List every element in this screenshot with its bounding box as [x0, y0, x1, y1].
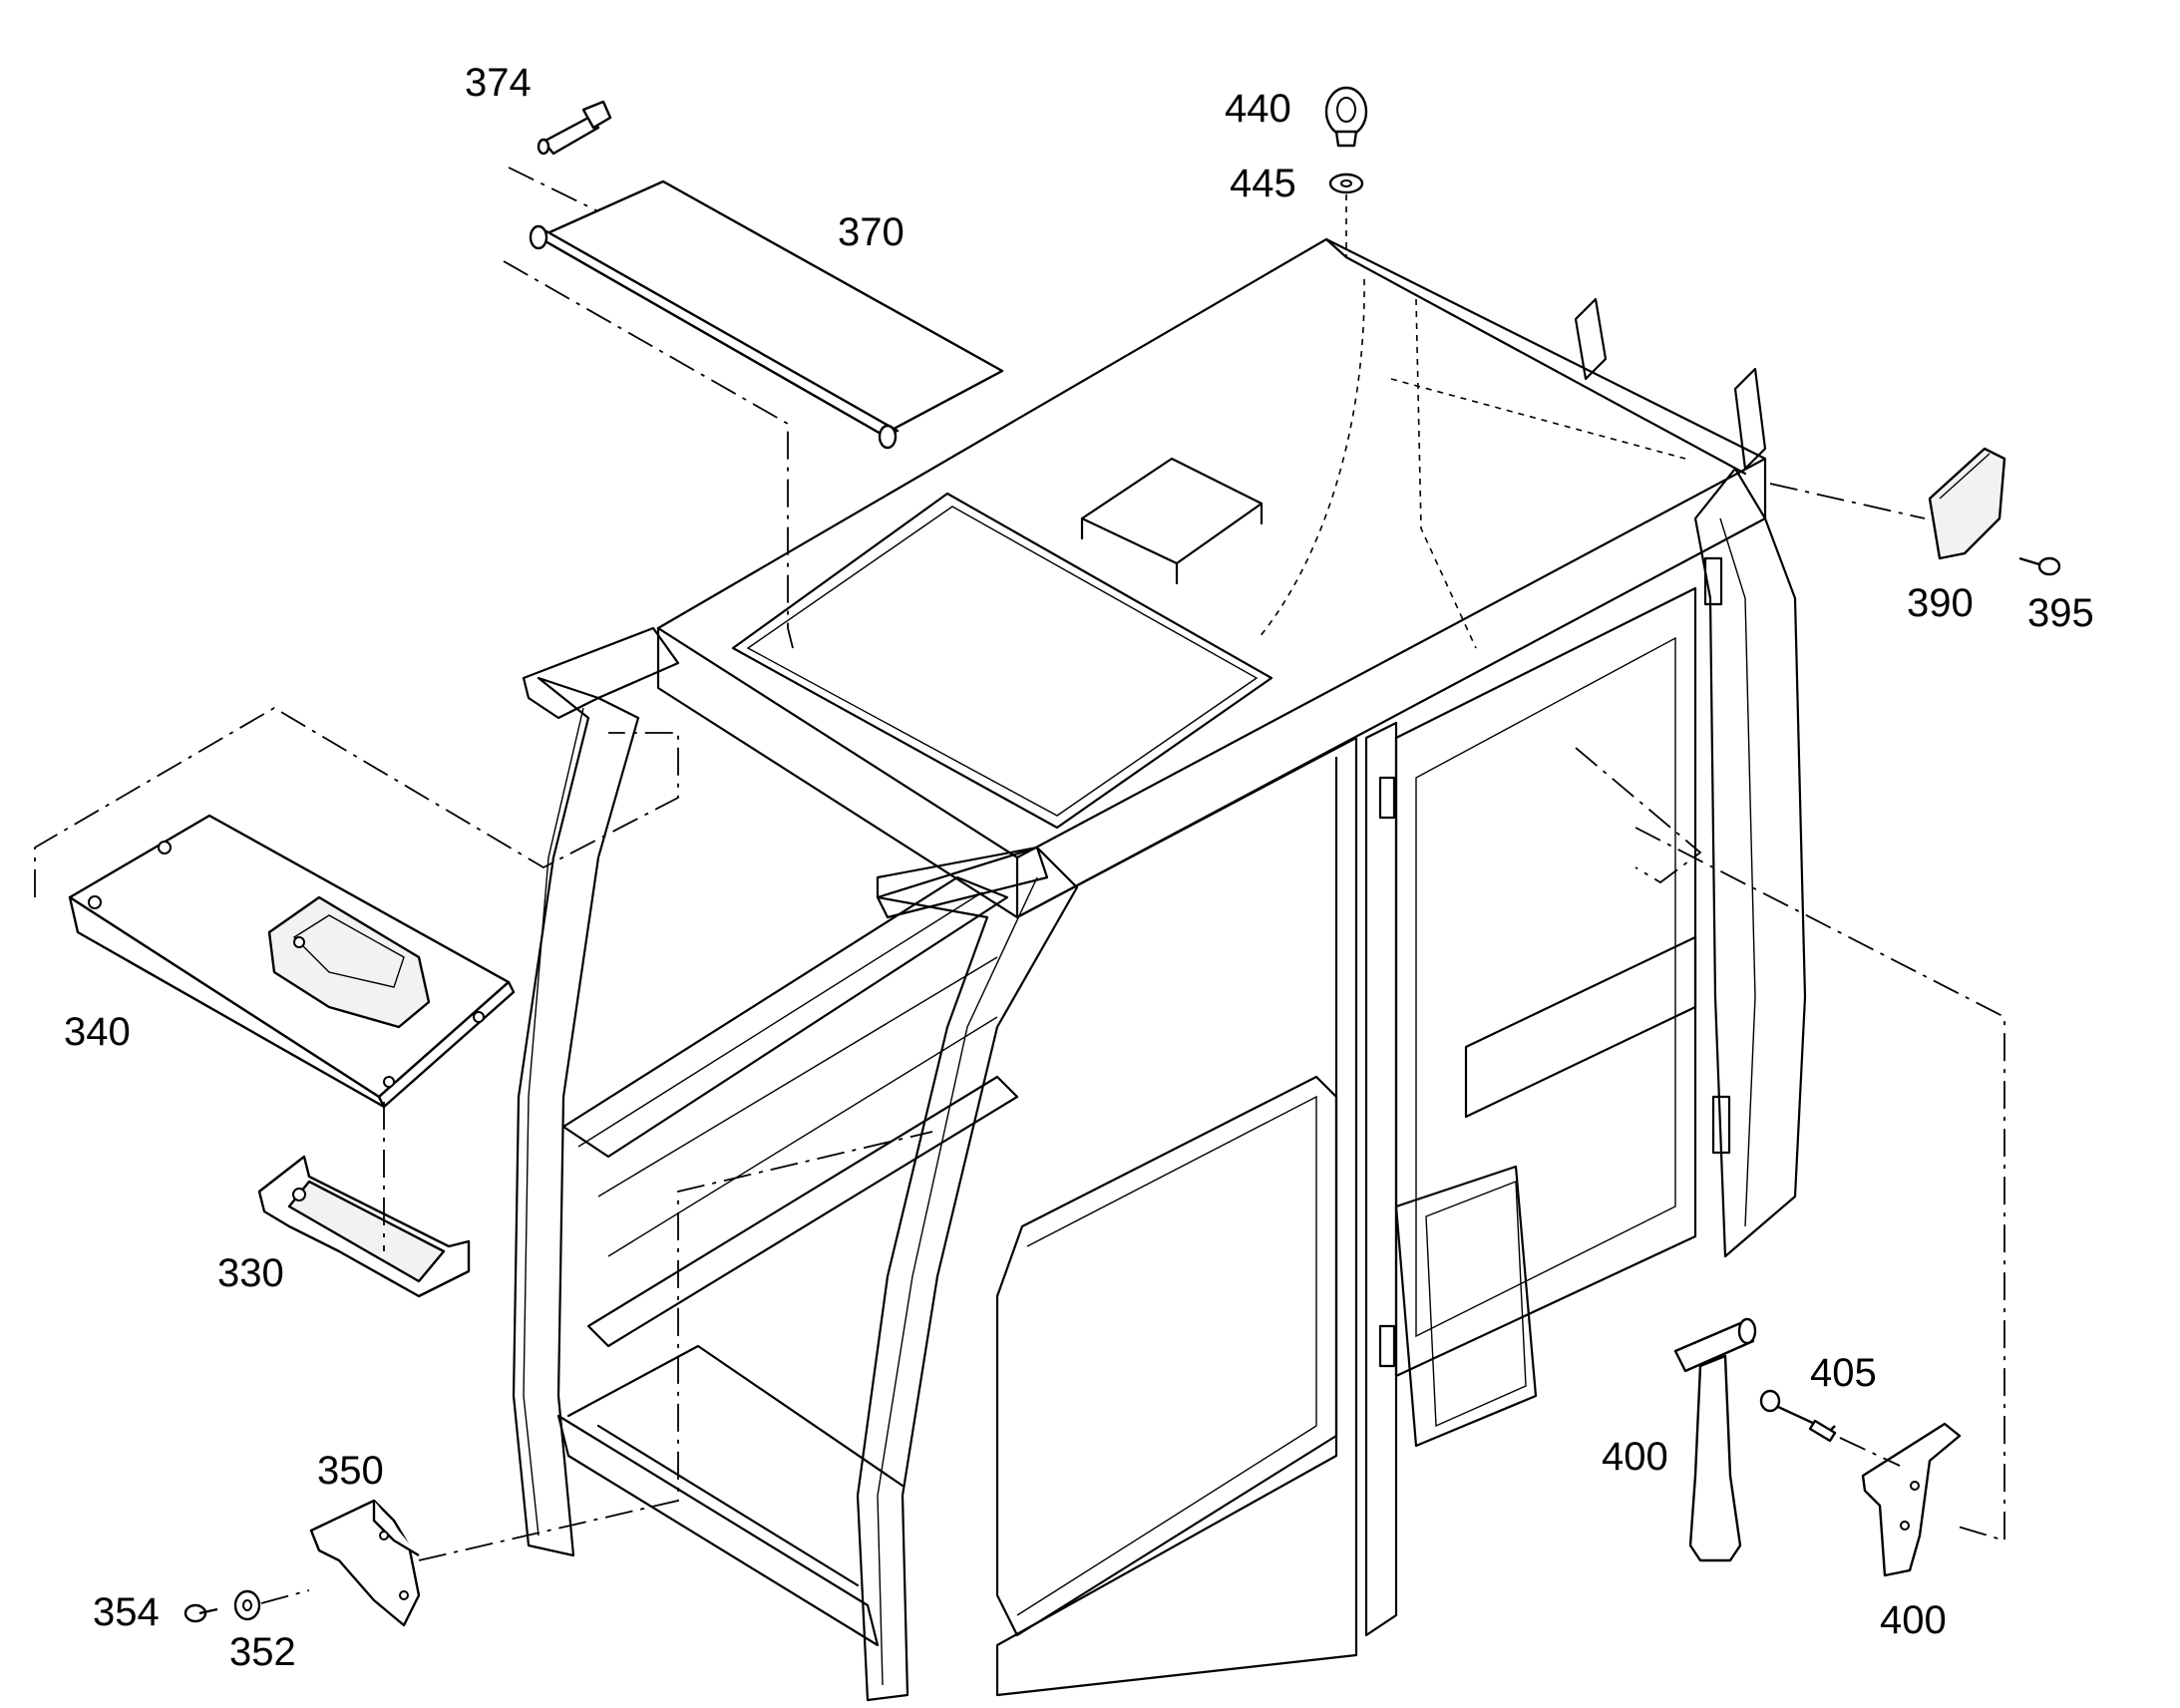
part-440-lifting-eye	[1324, 86, 1368, 148]
part-390-clip	[1928, 447, 2006, 560]
callout-370: 370	[838, 210, 905, 254]
part-400-holder	[1861, 1422, 1962, 1577]
callout-labels: 374 370 440 445 390 395 340 330 405 400 …	[64, 61, 2094, 1674]
part-330-bracket	[257, 1155, 471, 1298]
callout-440: 440	[1225, 87, 1291, 131]
callout-354: 354	[93, 1590, 160, 1634]
part-405-bolt	[1759, 1389, 1837, 1443]
part-350-cover	[309, 1499, 421, 1627]
part-445-washer	[1328, 172, 1364, 194]
callout-400-hammer: 400	[1602, 1435, 1668, 1479]
part-374-bolt	[537, 100, 612, 156]
callout-374: 374	[465, 61, 532, 105]
part-340-tray	[68, 814, 516, 1109]
callout-400-holder: 400	[1880, 1598, 1947, 1642]
part-354-screw	[183, 1603, 218, 1623]
leader-lines	[34, 167, 2005, 1604]
callout-405: 405	[1810, 1351, 1877, 1395]
callout-352: 352	[229, 1630, 296, 1674]
part-370-roller-blind	[529, 179, 1004, 450]
callout-390: 390	[1907, 581, 1974, 625]
cab-frame	[512, 237, 1807, 1702]
callout-330: 330	[217, 1251, 284, 1295]
part-395-screw	[2018, 556, 2061, 576]
callout-340: 340	[64, 1010, 131, 1054]
callout-350: 350	[317, 1449, 384, 1493]
callout-445: 445	[1230, 162, 1296, 205]
callout-395: 395	[2027, 591, 2094, 635]
part-400-hammer	[1673, 1317, 1757, 1562]
part-352-washer	[233, 1589, 261, 1621]
